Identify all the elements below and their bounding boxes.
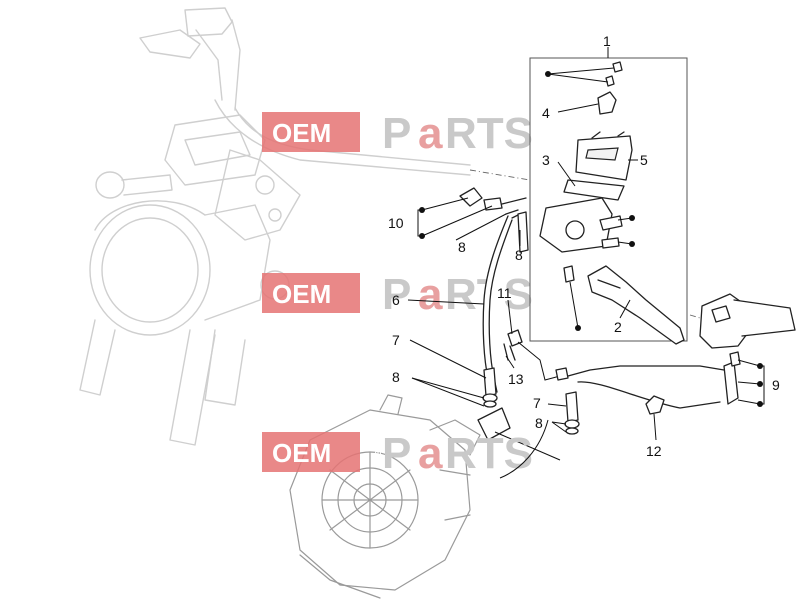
callout-8: 8 (535, 415, 543, 431)
svg-text:P: P (382, 109, 411, 158)
callout-7: 7 (392, 332, 400, 348)
handlebar-sketch (79, 7, 531, 446)
svg-text:RTS: RTS (445, 429, 533, 478)
callout-9: 9 (772, 377, 780, 393)
watermark-bottom: OEM BIKE P a RTS (262, 429, 533, 478)
svg-text:OEM: OEM (272, 118, 331, 148)
callout-11: 11 (497, 285, 512, 301)
svg-text:BIKE: BIKE (374, 274, 383, 297)
callout-leaders (407, 67, 765, 441)
svg-text:P: P (382, 429, 411, 478)
callout-7: 7 (533, 395, 541, 411)
svg-text:RTS: RTS (445, 109, 533, 158)
callout-2: 2 (614, 319, 622, 335)
callout-10: 10 (388, 215, 404, 231)
callout-5: 5 (640, 152, 648, 168)
watermark-top: OEM BIKE P a RTS (262, 109, 533, 158)
callout-4: 4 (542, 105, 550, 121)
clutch-master-cylinder (539, 61, 685, 345)
svg-text:BIKE: BIKE (374, 433, 383, 456)
callout-3: 3 (542, 152, 550, 168)
callout-8: 8 (515, 247, 523, 263)
right-grip (689, 293, 796, 349)
callout-1: 1 (603, 33, 611, 49)
engine-sketch (289, 394, 561, 599)
svg-text:P: P (382, 270, 411, 319)
callout-8: 8 (392, 369, 400, 385)
callout-13: 13 (508, 371, 524, 387)
callout-8: 8 (458, 239, 466, 255)
svg-text:OEM: OEM (272, 438, 331, 468)
svg-text:a: a (418, 270, 443, 319)
svg-text:OEM: OEM (272, 279, 331, 309)
svg-text:BIKE: BIKE (374, 113, 383, 136)
callout-6: 6 (392, 292, 400, 308)
callout-12: 12 (646, 443, 662, 459)
callout-labels: 1 4 3 5 2 10 8 8 6 11 7 8 13 7 8 12 9 (388, 33, 780, 459)
svg-text:a: a (418, 109, 443, 158)
svg-text:a: a (418, 429, 443, 478)
